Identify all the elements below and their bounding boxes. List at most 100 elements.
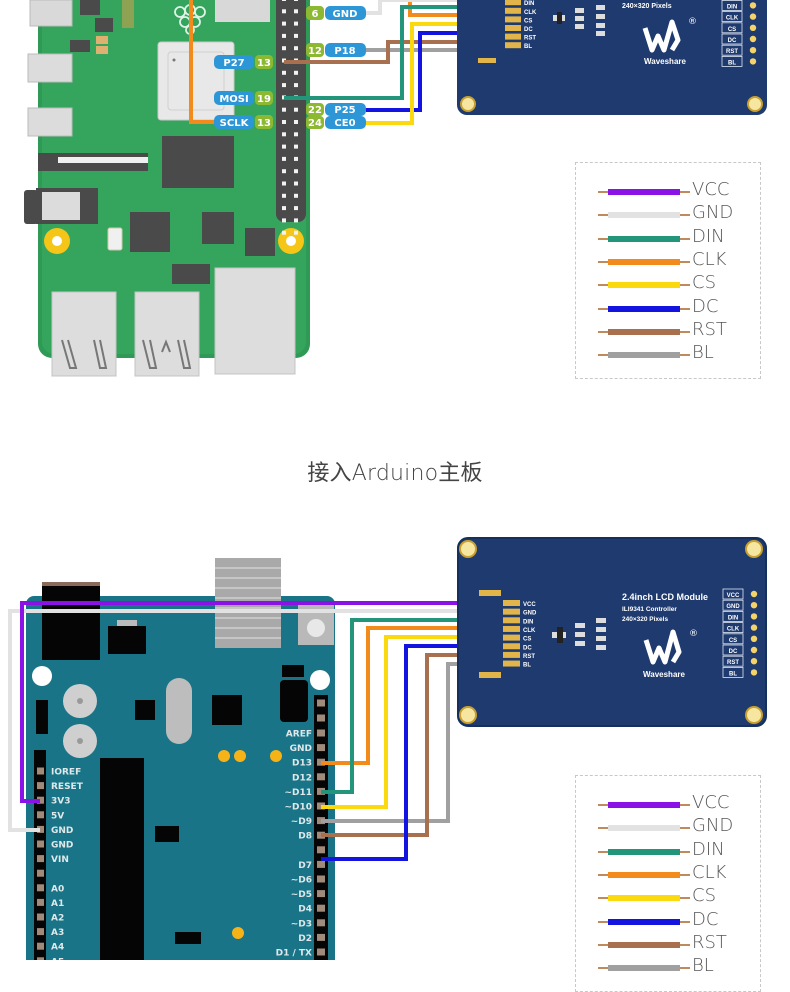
lcd-pin-box xyxy=(721,11,743,22)
gpio-pin xyxy=(294,46,298,51)
lcd-pin-hole xyxy=(749,35,757,43)
legend-label: RST xyxy=(692,318,727,340)
lcd-pin-hole xyxy=(750,613,758,620)
arduino-pin-label: ~D6 xyxy=(291,876,312,886)
gpio-pin xyxy=(282,169,286,174)
lcd-pad-label: DIN xyxy=(523,619,533,625)
arduino-pin xyxy=(317,919,325,927)
gpio-pin xyxy=(294,0,298,1)
legend-item: CLK xyxy=(576,861,756,884)
gpio-pin xyxy=(282,70,286,75)
lcd-pad xyxy=(505,7,521,14)
lcd-pad xyxy=(503,660,520,667)
arduino-pin-label: A5 xyxy=(51,957,64,960)
lcd-pad-label: DC xyxy=(523,645,532,651)
legend-label: CS xyxy=(692,885,716,907)
lcd-pin-hole xyxy=(750,646,758,654)
wire-swatch xyxy=(598,258,690,265)
legend-label: CLK xyxy=(692,248,727,270)
gpio-pin xyxy=(282,193,286,198)
lcd-pin-box xyxy=(721,22,743,34)
raspberry-pi-board xyxy=(24,0,310,377)
lcd-pin-label: RST xyxy=(726,49,738,55)
lcd-pin-box xyxy=(722,644,744,656)
gpio-pin xyxy=(282,107,286,112)
gpio-pin xyxy=(294,21,298,26)
gpio-pin xyxy=(294,70,298,75)
lcd-pad-label: RST xyxy=(524,36,536,42)
lcd-pin-label: DC xyxy=(728,38,737,44)
arduino-pin xyxy=(317,773,325,781)
svg-text:GND: GND xyxy=(333,9,358,20)
legend-item: CLK xyxy=(576,248,756,271)
lcd-pad-label: CLK xyxy=(523,628,536,634)
arduino-pin-label: ~D5 xyxy=(291,890,312,900)
arduino-pin-label: ~D9 xyxy=(291,817,312,827)
gpio-pin xyxy=(282,230,286,235)
svg-text:13: 13 xyxy=(257,58,271,69)
svg-text:24: 24 xyxy=(308,118,322,129)
arduino-pin xyxy=(317,744,325,752)
arduino-pin xyxy=(37,855,44,863)
lcd-pad xyxy=(503,634,520,641)
legend-item: RST xyxy=(576,932,756,954)
arduino-pin xyxy=(317,933,325,941)
lcd-pin-box xyxy=(722,622,744,633)
lcd-pad xyxy=(505,0,521,6)
arduino-pin xyxy=(317,714,325,722)
arduino-pin xyxy=(317,890,325,898)
arduino-pin-label: VIN xyxy=(51,855,69,865)
lcd-pin-hole xyxy=(749,47,757,54)
pi-pin-tag: MOSI 19 xyxy=(214,91,273,105)
lcd-pin-hole xyxy=(750,602,758,609)
legend-item: CS xyxy=(576,885,756,907)
arduino-pin xyxy=(37,913,44,921)
svg-text:22: 22 xyxy=(308,105,322,116)
gpio-pin xyxy=(282,132,286,137)
arduino-pin xyxy=(37,928,44,936)
legend-label: CLK xyxy=(692,861,727,883)
lcd-pad-label: DC xyxy=(524,27,533,33)
section-title: 接入Arduino主板 xyxy=(307,461,483,486)
lcd-pad-label: CLK xyxy=(524,10,537,16)
wire-swatch xyxy=(598,235,690,242)
lcd-pin-box xyxy=(721,44,743,56)
svg-text:6: 6 xyxy=(312,9,319,20)
lcd-pad xyxy=(505,16,521,23)
legend-label: VCC xyxy=(692,179,730,200)
wire-swatch xyxy=(598,212,690,219)
arduino-pin-label: A4 xyxy=(51,943,64,953)
arduino-pin-label: A3 xyxy=(51,928,64,938)
lcd-pin-box xyxy=(722,599,744,611)
lcd-pin-box xyxy=(722,667,744,678)
svg-text:P25: P25 xyxy=(334,105,355,116)
arduino-pin-label: D2 xyxy=(298,934,312,944)
arduino-pin xyxy=(37,898,44,906)
svg-text:13: 13 xyxy=(257,118,271,129)
arduino-pin-label: AREF xyxy=(286,730,312,740)
pi-pin-tag: 24 CE0 xyxy=(306,116,366,129)
svg-text:12: 12 xyxy=(308,46,322,57)
gpio-pin xyxy=(282,218,286,223)
lcd-pad xyxy=(503,651,520,658)
lcd-pin-box xyxy=(722,588,744,600)
arduino-pin-label: GND xyxy=(51,826,73,836)
arduino-pin xyxy=(317,699,325,707)
lcd-pad-label: BL xyxy=(524,44,532,50)
legend-item: BL xyxy=(576,955,756,977)
gpio-pin xyxy=(294,83,298,88)
lcd-pin-hole xyxy=(750,624,758,631)
arduino-pin xyxy=(317,904,325,912)
arduino-pin-label: GND xyxy=(290,744,312,754)
wire-swatch xyxy=(598,941,690,948)
legend-item: VCC xyxy=(576,179,756,201)
wire-swatch xyxy=(598,965,690,972)
gpio-pin xyxy=(294,107,298,112)
legend-item: DIN xyxy=(576,226,756,248)
arduino-pin-label: D4 xyxy=(298,905,312,915)
wire-swatch xyxy=(598,802,690,808)
arduino-pin-label: D1 / TX xyxy=(276,949,312,959)
legend-label: CS xyxy=(692,272,716,294)
lcd-pin-label: CLK xyxy=(727,627,740,633)
